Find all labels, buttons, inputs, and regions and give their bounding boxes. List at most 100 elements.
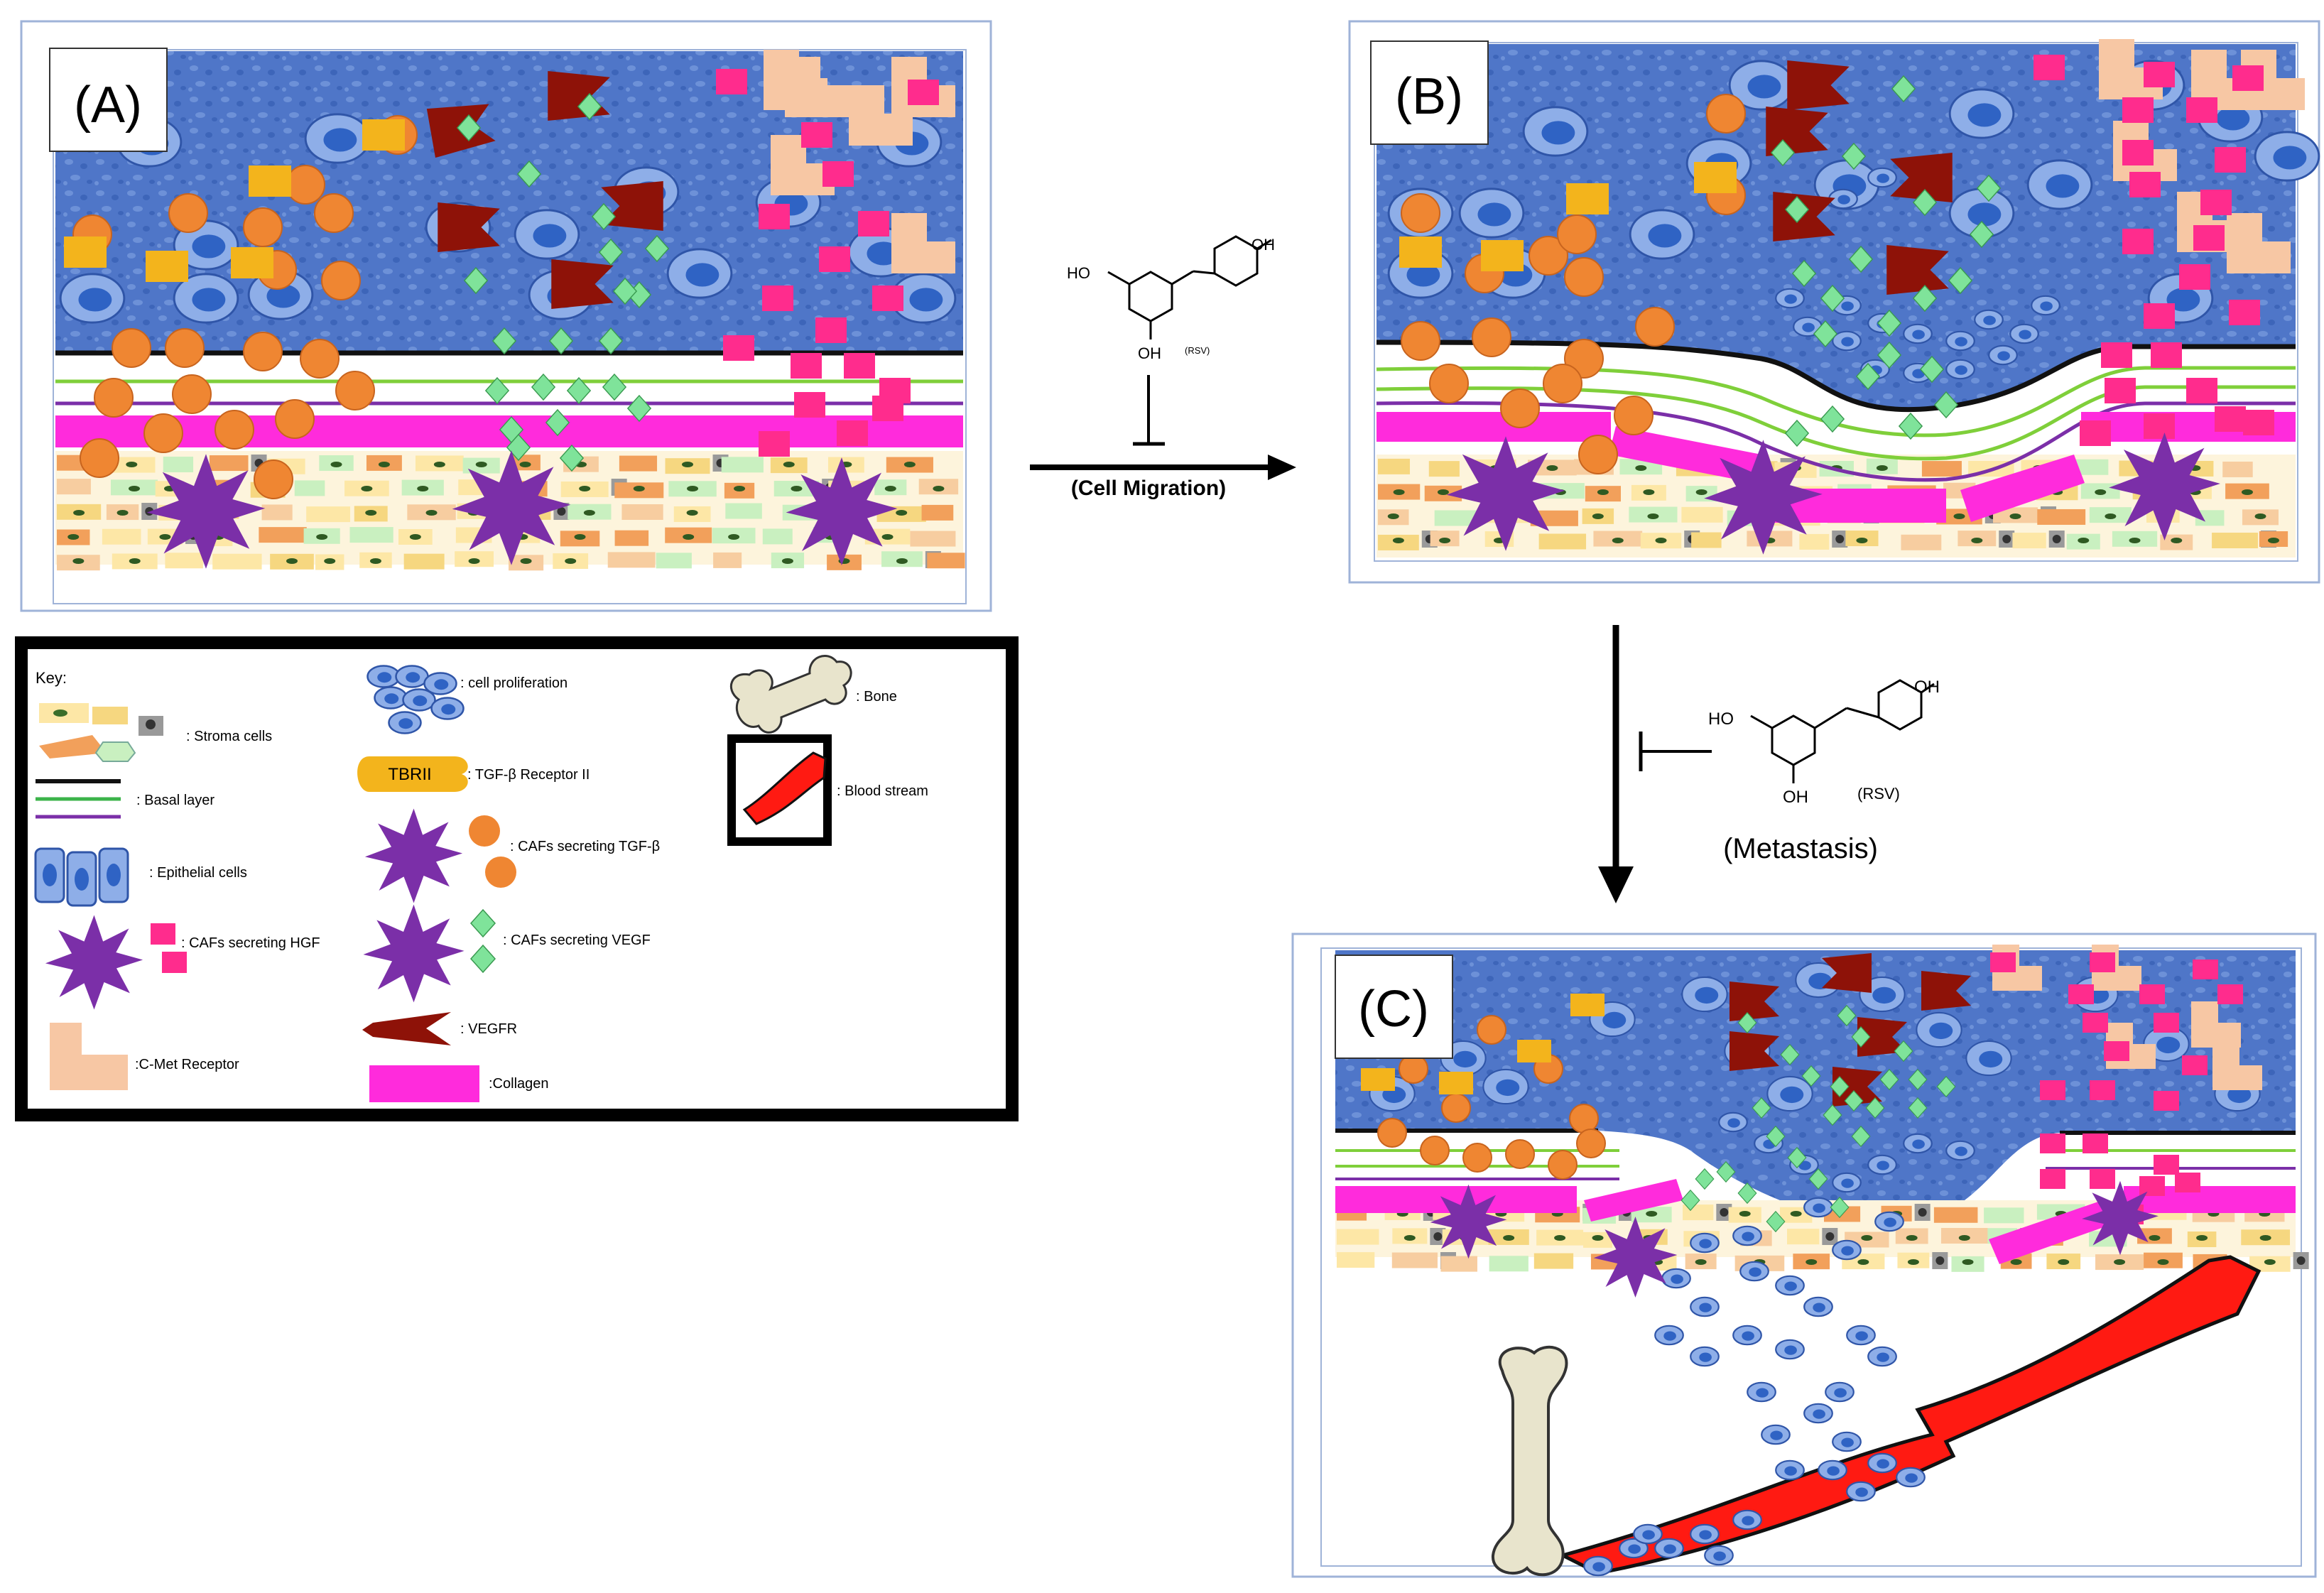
proliferating-cell (1832, 1239, 1862, 1261)
stroma-nucleus (2157, 1259, 2169, 1265)
stroma-nucleus (1971, 538, 1983, 543)
hgf-square (2151, 342, 2182, 368)
stroma-cell (2037, 509, 2086, 525)
hgf-square (2179, 264, 2210, 290)
proliferating-cell (1945, 359, 1975, 380)
collagen-fragment (1609, 426, 1761, 483)
proliferating-cell (1818, 1459, 1847, 1481)
stroma-nucleus (1953, 513, 1965, 519)
stroma-nucleus (1695, 489, 1707, 495)
tgf-receptor (1566, 183, 1609, 214)
hgf-square (2129, 172, 2161, 197)
hgf-square (2139, 984, 2165, 1004)
key-tgf-ball (485, 857, 516, 888)
stroma-nucleus (433, 462, 445, 467)
epithelial-cell (1766, 1075, 1813, 1112)
tgf-ball (1462, 1143, 1492, 1173)
tgf-ball (1635, 307, 1675, 347)
tgf-ball (215, 410, 254, 450)
proliferating-cell (1775, 1275, 1805, 1296)
key-collagen-icon (369, 1065, 479, 1102)
cmet-receptor (2241, 50, 2305, 110)
stroma-nucleus (126, 462, 138, 467)
proliferating-cell (1690, 1232, 1720, 1254)
hgf-square (2154, 1013, 2179, 1033)
proliferating-cell (1739, 1261, 1769, 1282)
proliferating-cell (1704, 1545, 1734, 1566)
key-cafs-hgf-label: : CAFs secreting HGF (181, 935, 320, 951)
stroma-nucleus (1546, 465, 1558, 471)
molecule-oh-top: OH (1251, 236, 1275, 254)
tgf-ball (1578, 435, 1618, 474)
key-cmet-icon (50, 1023, 128, 1090)
key-bone-label: : Bone (856, 689, 897, 705)
stroma-nucleus (1643, 489, 1655, 495)
hgf-square (2193, 959, 2218, 979)
stroma-nucleus (1907, 1259, 1919, 1265)
hgf-square (2215, 406, 2246, 432)
stroma-nucleus (583, 510, 595, 516)
key-hgf-square (162, 952, 187, 973)
hgf-square (2104, 1041, 2129, 1061)
stroma-nucleus (2241, 489, 2253, 495)
hgf-square (2186, 378, 2217, 403)
stroma-nucleus (73, 510, 85, 516)
tgf-ball (94, 378, 134, 418)
stroma-nucleus (369, 558, 381, 564)
hgf-square (2200, 190, 2232, 215)
tgf-ball (321, 261, 361, 300)
stroma-nucleus (1597, 489, 1609, 495)
tgf-ball (1614, 396, 1654, 435)
stroma-nucleus (2078, 538, 2090, 543)
tgf-ball (1548, 1150, 1578, 1180)
stroma-cell (1691, 532, 1722, 548)
metastasis-caption: (Metastasis) (1723, 833, 1878, 864)
stroma-nucleus (881, 534, 894, 540)
hgf-square (2232, 65, 2264, 91)
stroma-nucleus (1554, 1235, 1566, 1241)
hgf-square (2083, 1013, 2108, 1033)
stroma-nucleus (330, 462, 342, 467)
proliferating-cell (1803, 1197, 1833, 1218)
proliferating-cell (1945, 1140, 1975, 1161)
key-stroma-icon (39, 703, 163, 762)
stroma-grey-nucleus (1835, 535, 1845, 543)
tgf-ball (300, 339, 340, 379)
key-tbrii-label: : TGF-β Receptor II (467, 767, 590, 783)
stroma-cell (1440, 1256, 1477, 1272)
stroma-cell (2012, 533, 2046, 549)
legend-key: Key: : Stroma cells : Basal layer : Epit… (15, 636, 1019, 1121)
stroma-cell (621, 504, 663, 521)
stroma-cell (725, 503, 762, 519)
stroma-grey-nucleus (2052, 535, 2061, 543)
proliferating-cell (1903, 323, 1933, 344)
stroma-nucleus (574, 534, 586, 540)
proliferating-cell (1654, 1325, 1684, 1346)
epithelial-cell (1629, 209, 1695, 260)
stroma-cell (927, 553, 965, 569)
stroma-nucleus (1646, 1211, 1658, 1217)
tgf-ball (1429, 364, 1469, 403)
proliferating-cell (1732, 1225, 1762, 1246)
tgf-ball (1528, 236, 1568, 276)
stroma-nucleus (1790, 1211, 1802, 1217)
collagen-fragment (1989, 1200, 2109, 1264)
molecule-abbr: (RSV) (1857, 785, 1900, 803)
stroma-grey-nucleus (1918, 1208, 1927, 1217)
key-cmet-label: :C-Met Receptor (135, 1057, 239, 1072)
stroma-cell (1984, 1207, 2024, 1224)
tgf-receptor (146, 251, 188, 282)
stroma-nucleus (2171, 538, 2183, 543)
collagen-layer (1377, 412, 1611, 442)
proliferating-cell (1867, 1452, 1897, 1474)
tgf-receptor (1439, 1072, 1473, 1094)
stroma-cell (921, 504, 954, 521)
tgf-ball (1500, 388, 1540, 428)
epithelial-tissue (1377, 44, 2296, 410)
stroma-nucleus (2095, 489, 2107, 495)
stroma-nucleus (1437, 489, 1449, 495)
epithelial-cell (1522, 106, 1589, 157)
stroma-nucleus (728, 534, 740, 540)
proliferating-cell (1633, 1523, 1663, 1545)
tgf-ball (1706, 94, 1746, 134)
